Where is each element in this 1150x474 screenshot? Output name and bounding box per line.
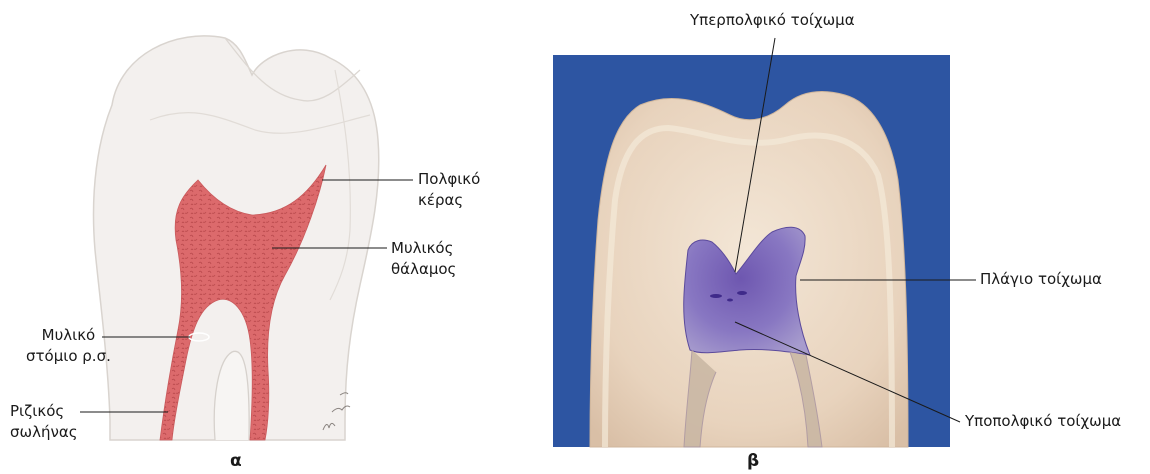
label-pulp-chamber: Μυλικός θάλαμος xyxy=(391,238,456,280)
caption-b: β xyxy=(747,451,759,471)
label-pulp-floor: Υποπολφικό τοίχωμα xyxy=(965,411,1121,432)
panel-a-illustration xyxy=(80,36,413,440)
caption-a: α xyxy=(230,451,242,471)
panel-b-photo xyxy=(553,38,976,447)
label-pulp-horn: Πολφικό κέρας xyxy=(418,169,480,211)
label-root-canal: Ριζικός σωλήνας xyxy=(10,401,78,443)
label-lateral-wall: Πλάγιο τοίχωμα xyxy=(980,269,1102,290)
label-pulp-roof: Υπερπολφικό τοίχωμα xyxy=(690,10,855,31)
label-canal-orifice: Μυλικό στόμιο ρ.σ. xyxy=(26,325,111,367)
